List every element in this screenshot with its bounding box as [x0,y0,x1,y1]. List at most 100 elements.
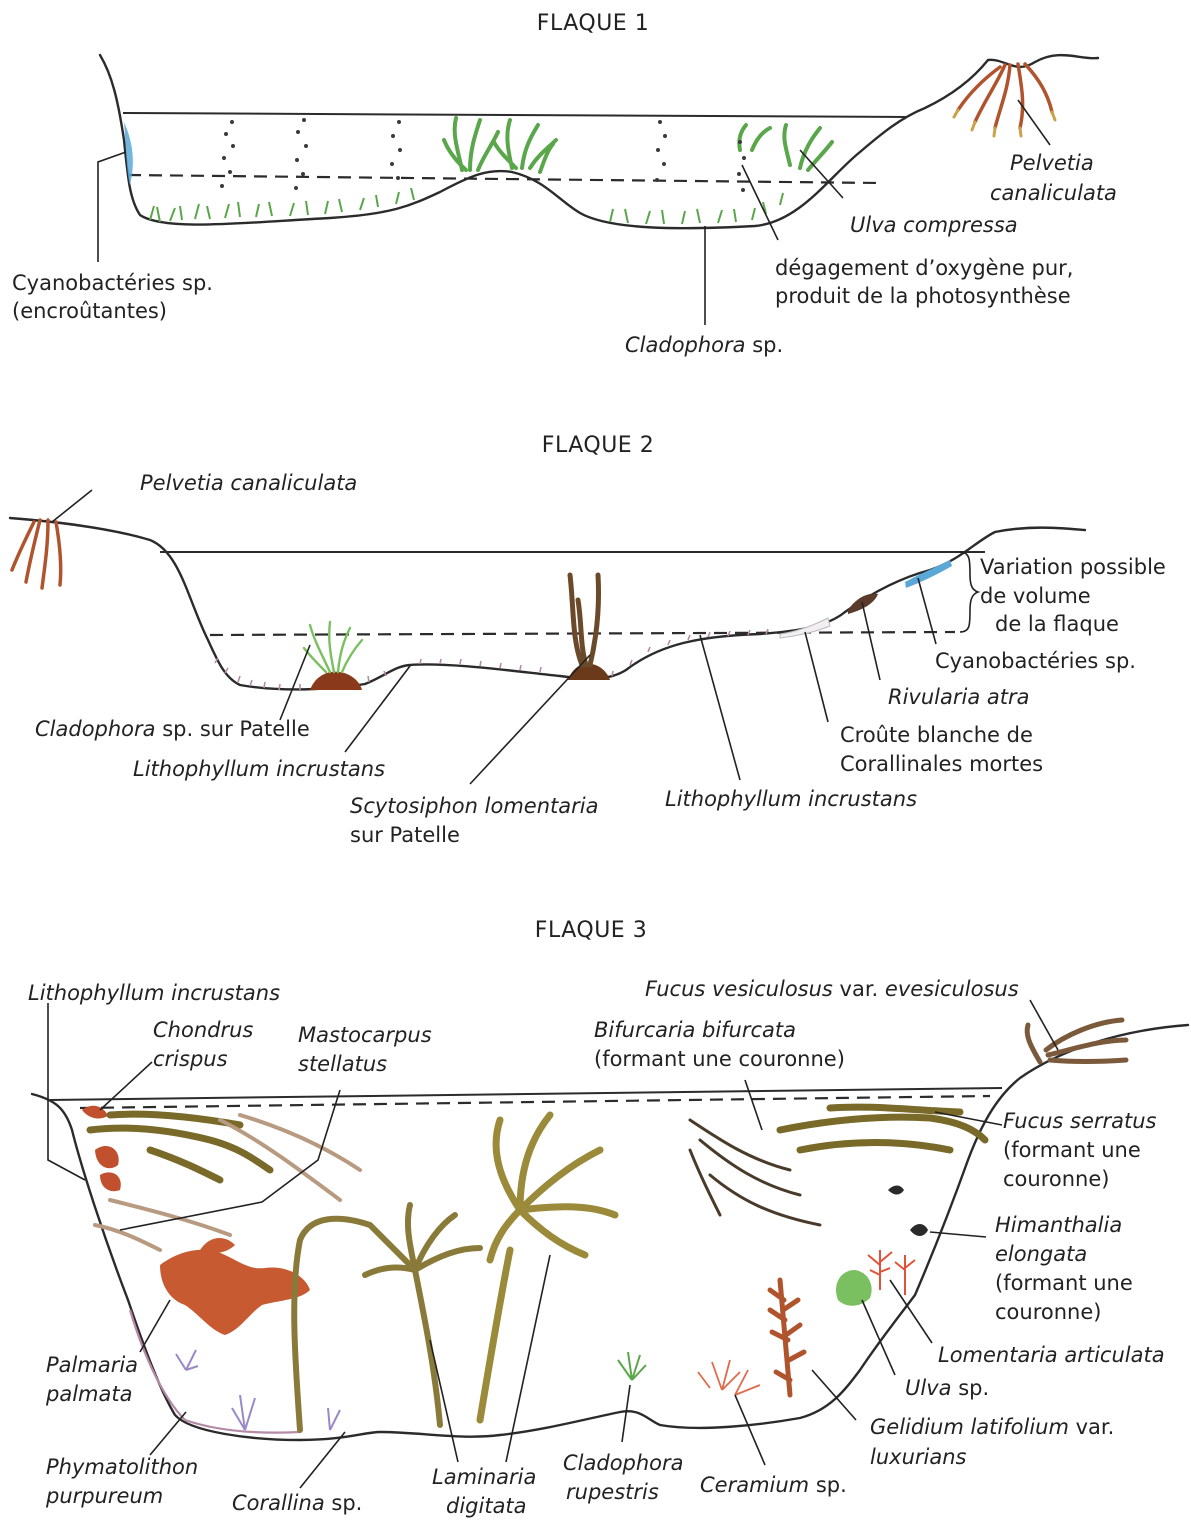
cladophora-rupestris [618,1352,646,1380]
label-ulva-compressa: Ulva compressa [850,213,1018,237]
lomentaria-articulata [868,1250,915,1295]
label-cyanobacteria-line1: Cyanobactéries sp. [12,271,213,295]
corallina-sp [176,1350,340,1430]
label-chondrus-line1: Chondrus [153,1018,253,1042]
label-cladophora-limpet: Cladophora sp. sur Patelle [35,717,310,741]
leader-gelidium [812,1370,856,1420]
mastocarpus-stellatus [95,1115,360,1250]
pelvetia-left-clump [12,520,61,588]
ulva-compressa-tufts [444,118,832,172]
flaque-2: FLAQUE 2 [10,433,1166,847]
label-mastocarpus-line1: Mastocarpus [298,1023,432,1047]
ceramium-sp [698,1360,760,1395]
label-scytosiphon-line1: Scytosiphon lomentaria [350,794,598,818]
flaque-3-title: FLAQUE 3 [535,918,647,943]
label-cladophora-line1: Cladophora [563,1451,684,1475]
leader-cladophora-limpet [280,645,310,720]
lithophyllum-crust [215,629,768,690]
laminaria-digitata-left [294,1205,480,1430]
leader-rivularia [862,602,880,680]
leader-ulva [862,1300,895,1375]
label-fucus-serratus-line3: couronne) [1003,1167,1109,1191]
cladophora-on-limpet [304,622,362,690]
label-variation-line1: Variation possible [980,555,1166,579]
label-variation-line3: de la flaque [995,612,1119,636]
leader-cladophora-rupestris [622,1385,630,1442]
label-lomentaria: Lomentaria articulata [938,1343,1165,1367]
label-lithophyllum-right: Lithophyllum incrustans [665,787,917,811]
fucus-vesiculosus-clump [1027,1020,1126,1062]
flaque-1-low-water-line [128,175,880,183]
leader-palmaria [140,1300,170,1352]
mastocarpus-fucus-olive [90,1114,270,1180]
leader-croute [805,632,828,722]
leader-pelvetia-left [52,490,92,522]
leader-laminaria-1 [430,1340,458,1462]
flaque-3: FLAQUE 3 [28,918,1188,1518]
label-croute-line1: Croûte blanche de [840,723,1033,747]
label-lithophyllum-left: Lithophyllum incrustans [133,757,385,781]
flaque-1: FLAQUE 1 [12,11,1117,357]
cladophora-turf [150,188,783,224]
label-rivularia: Rivularia atra [888,685,1029,709]
leader-bifurcaria [745,1080,762,1130]
label-ceramium: Ceramium sp. [700,1473,847,1497]
volume-bracket [960,552,978,632]
bifurcaria-bifurcata [690,1120,820,1225]
flaque-1-title: FLAQUE 1 [537,11,649,36]
label-gelidium-line1: Gelidium latifolium var. [870,1415,1114,1439]
label-cyanobacteria: Cyanobactéries sp. [935,649,1136,673]
label-palmaria-line2: palmata [45,1382,132,1406]
leader-oxygen [742,165,778,240]
label-pelvetia-line2: canaliculata [990,181,1117,205]
leader-cyanobacteria [918,578,936,644]
flaque-2-rock-profile [10,518,1085,689]
label-himanthalia-line4: couronne) [995,1300,1101,1324]
label-corallina: Corallina sp. [232,1491,362,1515]
scytosiphon-on-limpet [568,575,610,680]
leader-lomentaria [890,1280,932,1343]
label-oxygen-line1: dégagement d’oxygène pur, [775,256,1073,280]
leader-chondrus [100,1062,152,1110]
leader-phymatolithon [150,1412,186,1455]
label-fucus-serratus-line2: (formant une [1003,1138,1141,1162]
label-chondrus-line2: crispus [153,1047,228,1071]
leader-scytosiphon [470,655,590,784]
label-bifurcaria-line1: Bifurcaria bifurcata [594,1018,796,1042]
leader-cyanobacteria [98,152,126,262]
label-himanthalia-line2: elongata [995,1242,1087,1266]
label-pelvetia-line1: Pelvetia [1010,151,1094,175]
cyanobacteria-patch [905,560,952,588]
label-laminaria-line2: digitata [446,1494,527,1518]
leader-fucus-vesiculosus [1030,1000,1058,1050]
label-gelidium-line2: luxurians [870,1445,967,1469]
label-laminaria-line1: Laminaria [432,1465,536,1489]
leader-ceramium [735,1395,765,1465]
label-ulva: Ulva sp. [905,1376,989,1400]
himanthalia-elongata [888,1186,928,1237]
label-palmaria-line1: Palmaria [46,1353,138,1377]
flaque-1-rock-profile [100,55,1098,228]
label-oxygen-line2: produit de la photosynthèse [775,284,1071,308]
label-himanthalia-line3: (formant une [995,1271,1133,1295]
gelidium-latifolium [770,1280,804,1395]
label-phymatolithon-line1: Phymatolithon [46,1455,198,1479]
oxygen-bubbles [220,118,746,192]
label-himanthalia-line1: Himanthalia [995,1213,1122,1237]
label-bifurcaria-line2: (formant une couronne) [594,1047,845,1071]
ulva-sp [836,1270,872,1306]
label-phymatolithon-line2: purpureum [45,1484,163,1508]
leader-lithophyllum-right [700,635,740,780]
label-fucus-vesiculosus: Fucus vesiculosus var. evesiculosus [645,977,1019,1001]
flaque-2-title: FLAQUE 2 [542,433,654,458]
label-cyanobacteria-line2: (encroûtantes) [12,299,167,323]
label-variation-line2: de volume [980,584,1091,608]
label-cladophora: Cladophora sp. [625,333,783,357]
pelvetia-canaliculata-clump [958,64,1052,128]
label-croute-line2: Corallinales mortes [840,752,1043,776]
palmaria-palmata [160,1238,310,1335]
chondrus-crispus [82,1106,121,1191]
label-mastocarpus-line2: stellatus [298,1052,387,1076]
label-pelvetia: Pelvetia canaliculata [140,471,357,495]
